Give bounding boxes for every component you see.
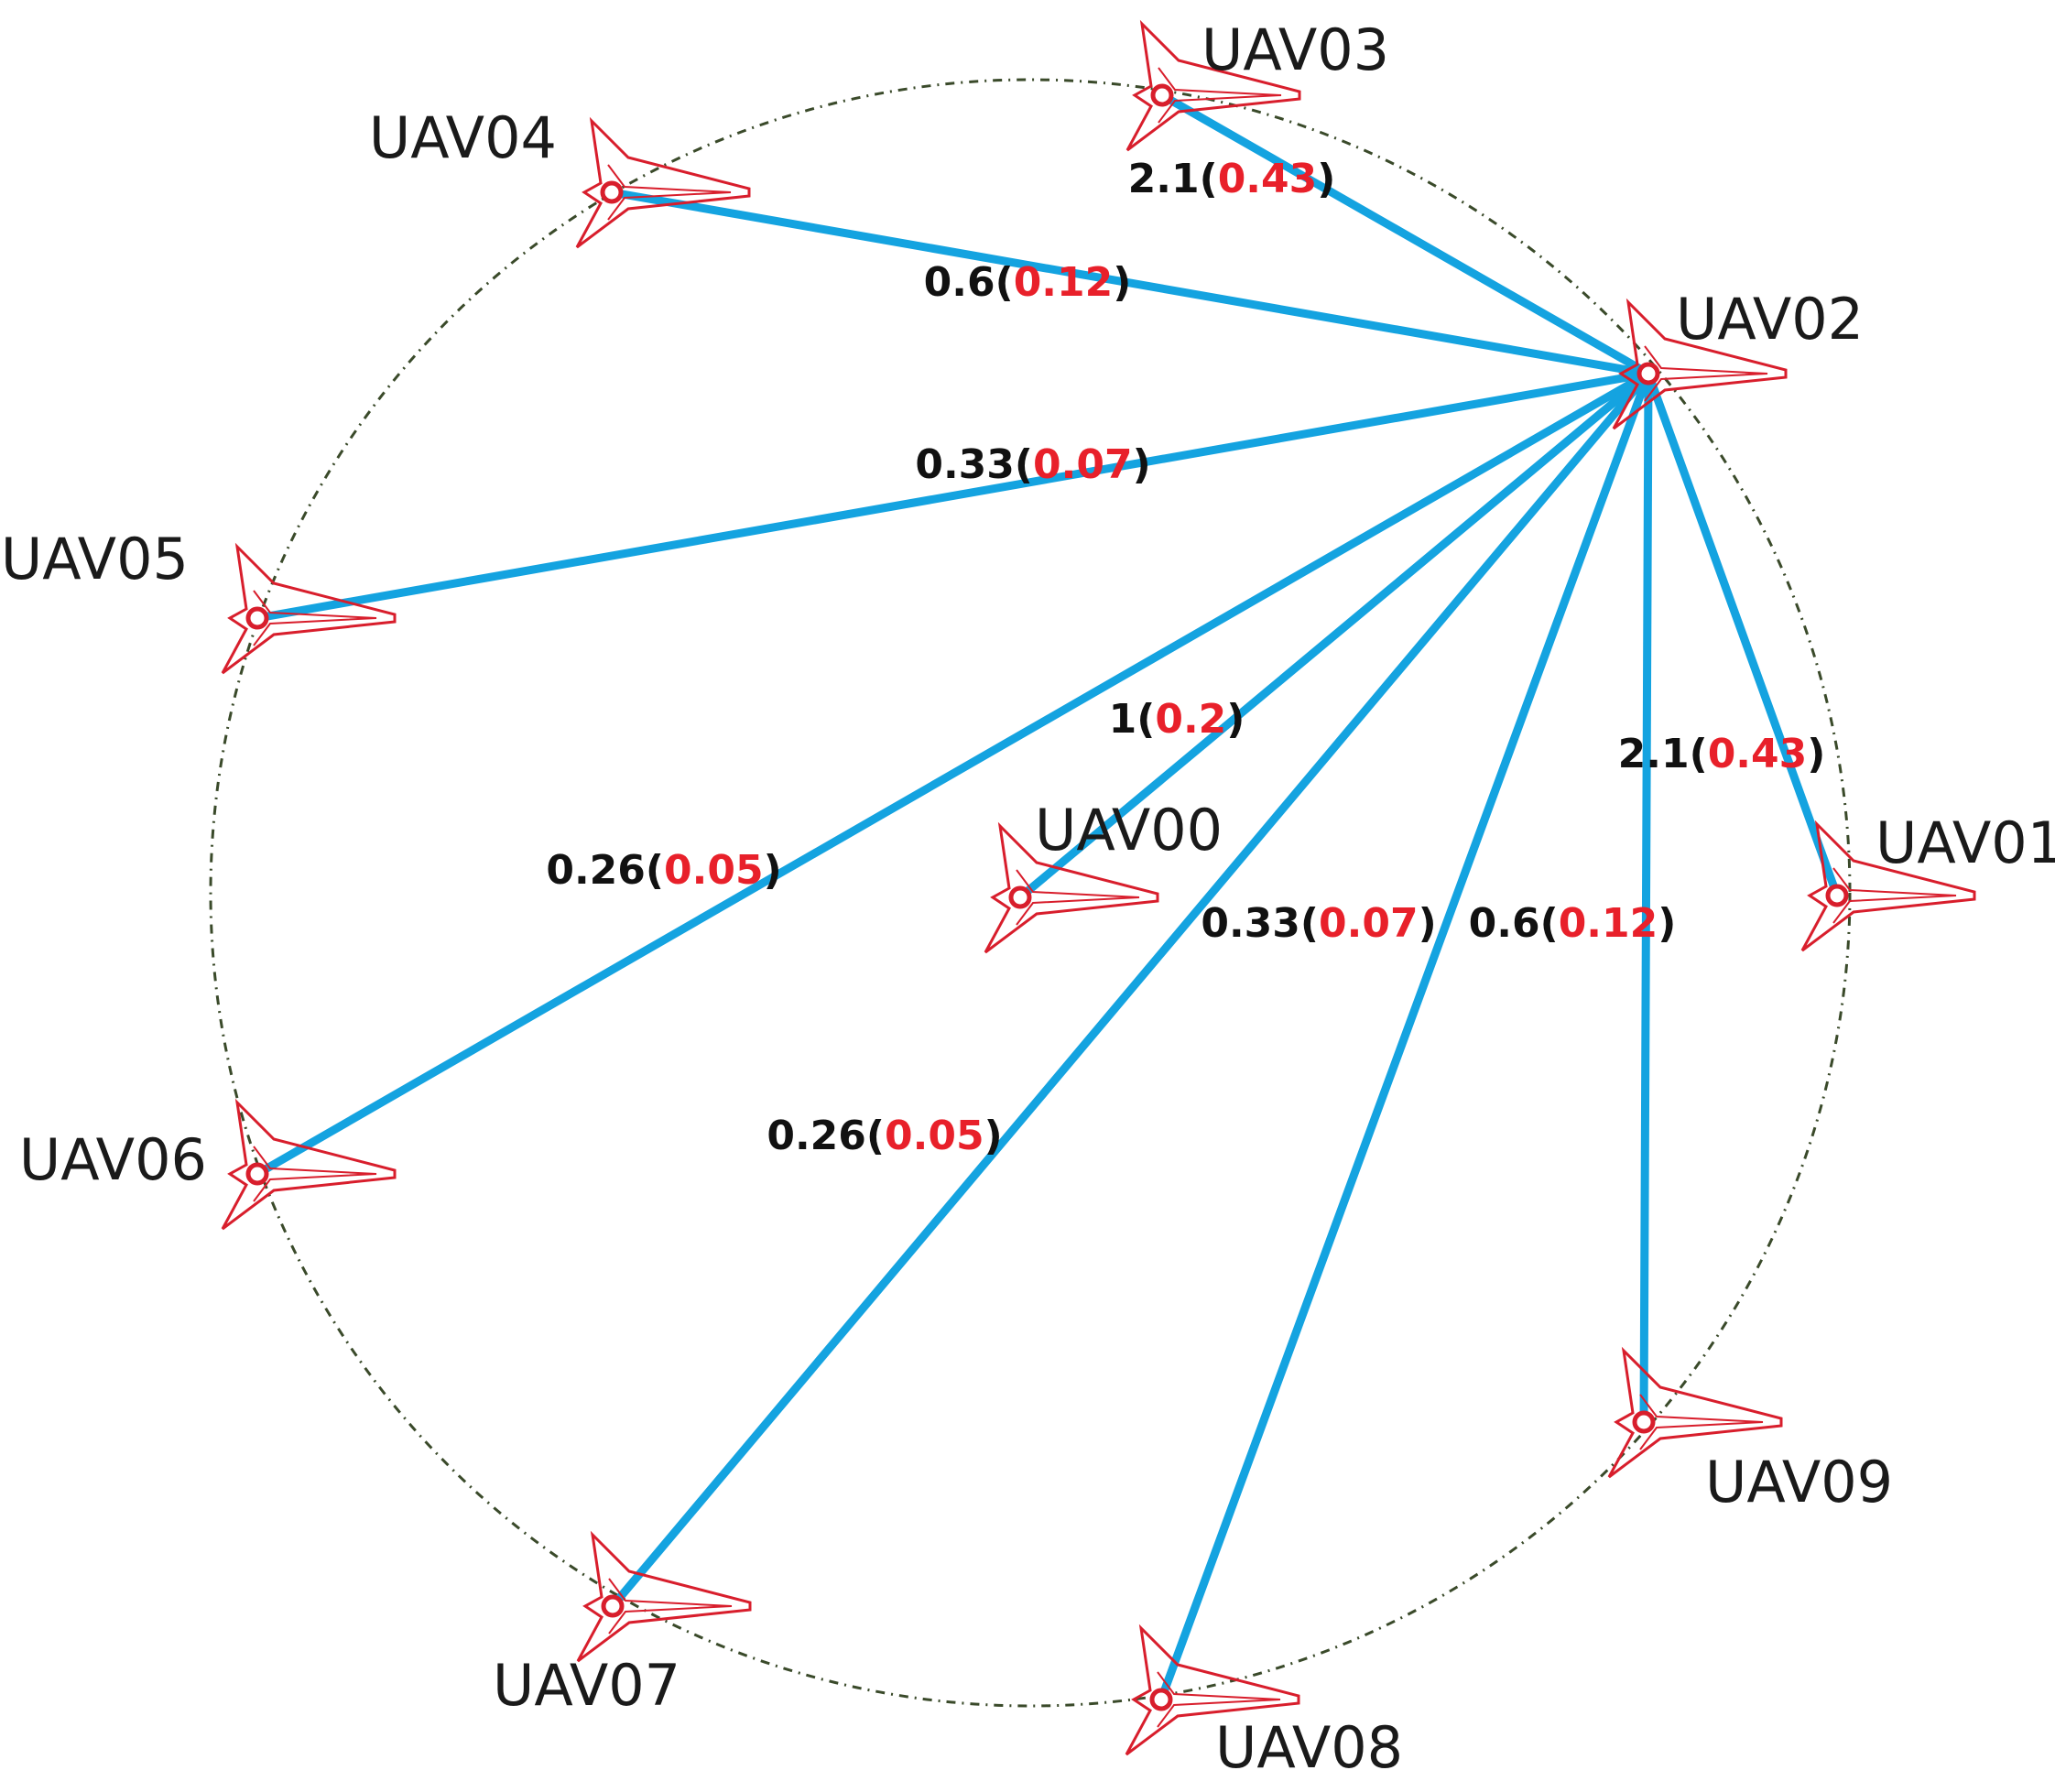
edge-uav02-uav06 xyxy=(253,369,1653,1178)
node-label-uav06: UAV06 xyxy=(19,1126,207,1193)
edge-label: 2.1(0.43) xyxy=(1618,731,1826,777)
edge-label: 0.33(0.07) xyxy=(915,441,1150,488)
node-labels-layer: UAV00 UAV01 UAV02 UAV03UAV04UAV05UAV06UAV07… xyxy=(1,16,2055,1781)
edge-weight: 0.6 xyxy=(924,259,995,306)
edge-label: 1(0.2) xyxy=(1109,696,1245,743)
edge-uav02-uav09 xyxy=(1639,369,1653,1427)
nodes-layer xyxy=(221,19,1976,1756)
uav-plane-icon xyxy=(1607,1346,1783,1479)
node-label-uav03: UAV03 xyxy=(1201,16,1389,83)
edge-uav02-uav05 xyxy=(253,369,1653,623)
edge-weight: 0.33 xyxy=(1201,900,1300,947)
edge-label: 0.26(0.05) xyxy=(767,1113,1002,1159)
node-label-uav04: UAV04 xyxy=(369,104,557,171)
edge-labels-layer: 2.1(0.43) 0.6(0.12) 0.33(0.07) 0.26(0.05) 1(… xyxy=(546,156,1825,1159)
edge-ratio: 0.07 xyxy=(1033,441,1133,488)
node-label-uav08: UAV08 xyxy=(1215,1714,1403,1781)
edge-weight: 0.26 xyxy=(767,1113,866,1159)
edge-label: 0.33(0.07) xyxy=(1201,900,1436,947)
edge-weight: 1 xyxy=(1109,696,1137,743)
formation-circle xyxy=(209,78,1852,1708)
edge-uav02-uav04 xyxy=(607,188,1653,378)
uav-plane-icon xyxy=(984,821,1159,954)
edge-uav02-uav00 xyxy=(1016,369,1653,902)
edge-weight: 2.1 xyxy=(1618,731,1690,777)
edge-label: 0.26(0.05) xyxy=(546,847,781,894)
node-label-uav02: UAV02 xyxy=(1676,286,1864,353)
node-label-uav09: UAV09 xyxy=(1705,1449,1893,1515)
edge-weight: 0.33 xyxy=(915,441,1015,488)
edge-uav02-uav03 xyxy=(1158,91,1653,378)
edge-ratio: 0.05 xyxy=(664,847,764,894)
node-label-uav01: UAV01 xyxy=(1876,809,2055,876)
edge-weight: 0.26 xyxy=(546,847,646,894)
uav-plane-icon xyxy=(1125,1624,1300,1756)
edge-weight: 0.6 xyxy=(1469,900,1540,947)
uav-plane-icon xyxy=(576,1530,752,1663)
edge-ratio: 0.2 xyxy=(1155,696,1226,743)
edges-layer xyxy=(253,91,1842,1704)
uav-plane-icon xyxy=(221,542,397,675)
uav-plane-icon xyxy=(221,1098,397,1231)
edge-uav02-uav08 xyxy=(1157,369,1653,1704)
uav-plane-icon xyxy=(1800,820,1976,952)
edge-label: 0.6(0.12) xyxy=(1469,900,1677,947)
uav-plane-icon xyxy=(575,116,751,249)
edge-uav02-uav01 xyxy=(1644,369,1842,900)
edge-ratio: 0.07 xyxy=(1319,900,1419,947)
edge-label: 0.6(0.12) xyxy=(924,259,1132,306)
uav-plane-icon xyxy=(1125,19,1301,152)
edge-ratio: 0.05 xyxy=(885,1113,984,1159)
edge-ratio: 0.12 xyxy=(1014,259,1114,306)
edge-label: 2.1(0.43) xyxy=(1128,156,1336,202)
node-label-uav07: UAV07 xyxy=(493,1652,680,1719)
edge-weight: 2.1 xyxy=(1128,156,1200,202)
edge-uav02-uav07 xyxy=(608,369,1653,1611)
edge-ratio: 0.43 xyxy=(1708,731,1808,777)
node-label-uav00: UAV00 xyxy=(1035,797,1223,863)
uav-plane-icon xyxy=(1612,298,1788,430)
node-label-uav05: UAV05 xyxy=(1,526,189,592)
edge-ratio: 0.12 xyxy=(1559,900,1658,947)
edge-ratio: 0.43 xyxy=(1218,156,1318,202)
